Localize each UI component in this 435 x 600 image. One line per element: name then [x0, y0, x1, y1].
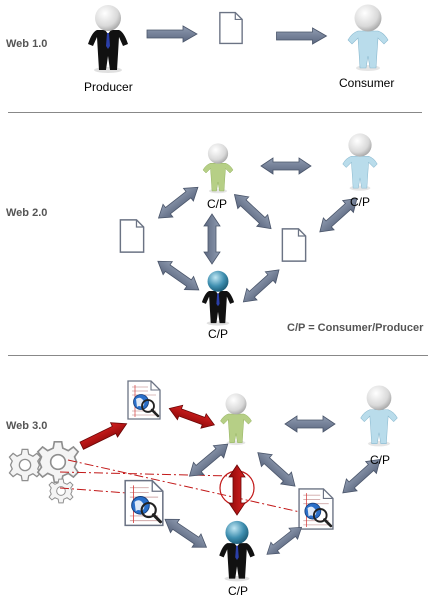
- web3-red-arrow-gears-to-doc: [77, 416, 131, 454]
- web2-doc-right-icon: [281, 228, 307, 262]
- web3-arrow-docleft-bottom: [160, 512, 212, 555]
- web3-cp-right-figure-icon: [360, 384, 398, 447]
- section-title-web1: Web 1.0: [6, 38, 48, 50]
- web2-cp-right-label: C/P: [350, 195, 371, 209]
- web1-arrow-doc-to-consumer: [276, 27, 327, 45]
- web2-doc-left-icon: [119, 219, 145, 253]
- web2-arrow-top-bottom: [203, 213, 221, 265]
- web2-arrow-top-right: [260, 157, 312, 175]
- cp-legend-note: C/P = Consumer/Producer: [287, 322, 424, 334]
- producer-label: Producer: [84, 80, 133, 94]
- web1-arrow-producer-to-doc: [146, 25, 198, 43]
- web3-arrow-top-right: [284, 415, 336, 433]
- section-title-web2: Web 2.0: [6, 207, 48, 219]
- web3-cp-top-figure-icon: [219, 392, 253, 446]
- web3-semantic-doc-top-icon: [126, 379, 162, 421]
- web3-cp-right-label: C/P: [370, 453, 391, 467]
- divider-web2-web3: [8, 355, 428, 356]
- consumer-label: Consumer: [339, 76, 395, 90]
- web3-red-arrow-doc-to-cp: [166, 400, 218, 433]
- gear-large-icon: [8, 448, 42, 482]
- web2-arrow-docleft-top: [153, 180, 204, 225]
- web2-cp-top-figure-icon: [202, 142, 234, 194]
- producer-figure-icon: [88, 5, 128, 73]
- section-title-web3: Web 3.0: [6, 420, 48, 432]
- web2-cp-right-figure-icon: [342, 132, 378, 192]
- semantic-link-lines: [59, 459, 301, 513]
- web2-cp-bottom-figure-icon: [201, 270, 235, 326]
- gear-main-icon: [37, 441, 79, 483]
- web3-cp-bottom-figure-icon: [219, 520, 255, 582]
- consumer-figure-icon: [347, 4, 389, 72]
- web2-arrow-top-docright: [228, 188, 277, 235]
- web3-arrow-top-docright: [251, 446, 301, 493]
- web2-cp-bottom-label: C/P: [208, 327, 229, 341]
- web2-arrow-bottom-docright: [237, 263, 285, 309]
- gear-small-icon: [48, 478, 74, 504]
- web2-cp-top-label: C/P: [207, 197, 228, 211]
- web1-document-icon: [219, 11, 243, 45]
- web2-arrow-docleft-bottom: [152, 254, 204, 297]
- web3-arrow-bottom-docright: [262, 521, 307, 561]
- web3-semantic-doc-left-icon: [123, 479, 165, 527]
- web3-cp-bottom-label: C/P: [228, 584, 249, 598]
- divider-web1-web2: [8, 112, 422, 113]
- web3-semantic-doc-right-icon: [297, 487, 335, 531]
